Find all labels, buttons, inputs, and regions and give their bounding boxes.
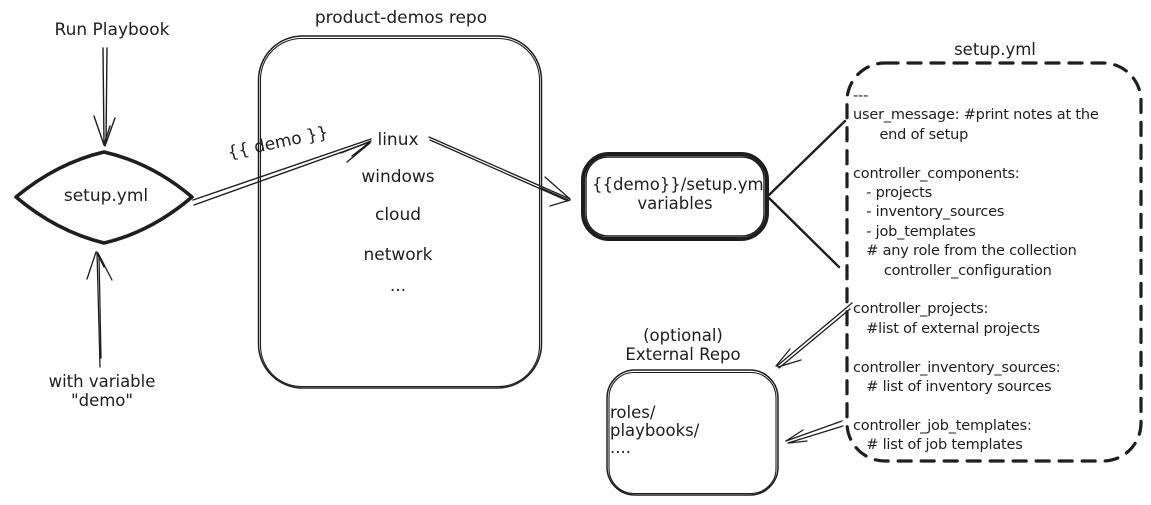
setup-file-content: --- user_message: #print notes at the en… — [853, 88, 1099, 454]
repo-item-more: ... — [389, 276, 407, 296]
external-repo-title: (optional) External Repo — [625, 326, 741, 364]
variables-box — [581, 152, 769, 241]
setup-file-box — [845, 61, 1143, 463]
arrow-linux-to-variables — [428, 136, 571, 207]
run-playbook-label: Run Playbook — [54, 20, 170, 40]
repo-item-network: network — [363, 245, 433, 265]
with-variable-label: with variable "demo" — [48, 372, 156, 410]
arrow-run-playbook-to-diamond — [93, 47, 116, 147]
arrow-diamond-to-linux — [192, 138, 372, 206]
repo-item-cloud: cloud — [374, 205, 422, 225]
diamond-label: setup.yml — [63, 186, 149, 206]
repo-item-windows: windows — [361, 167, 435, 187]
arrow-projects-to-external — [775, 302, 853, 369]
arrow-jobtemplates-to-external — [785, 420, 844, 444]
external-repo-box — [606, 369, 779, 496]
repo-item-linux: linux — [377, 130, 419, 150]
arrow-with-variable-to-diamond — [86, 251, 113, 368]
repo-box — [257, 35, 543, 389]
setup-file-title: setup.yml — [954, 40, 1036, 59]
external-repo-content: roles/ playbooks/ .... — [610, 403, 700, 457]
repo-title: product-demos repo — [314, 8, 488, 28]
variables-box-label: {{demo}}/setup.yml variables — [592, 175, 769, 213]
fork-line-bottom — [767, 196, 841, 269]
fork-line-top — [767, 119, 847, 197]
diamond-shape — [14, 150, 194, 245]
